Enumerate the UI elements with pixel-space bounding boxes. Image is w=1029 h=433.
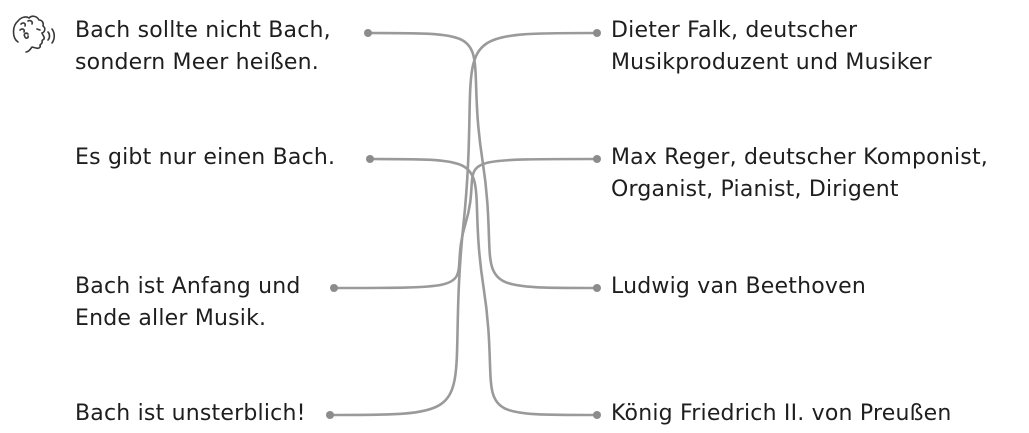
- quote-text-line: Bach ist unsterblich!: [75, 401, 306, 426]
- person-text-line: Ludwig van Beethoven: [611, 274, 866, 299]
- quote-item[interactable]: Bach ist Anfang und Ende aller Musik.: [75, 271, 395, 335]
- quote-item[interactable]: Bach sollte nicht Bach, sondern Meer hei…: [75, 15, 395, 79]
- person-text-line: Max Reger, deutscher Komponist,: [611, 145, 988, 170]
- person-anchor-dot[interactable]: [593, 284, 601, 292]
- connector-line: [368, 157, 599, 417]
- person-item[interactable]: Dieter Falk, deutscher Musikproduzent un…: [611, 15, 1026, 79]
- person-text-line: König Friedrich II. von Preußen: [611, 401, 952, 426]
- connector-line: [328, 31, 599, 417]
- person-item[interactable]: Ludwig van Beethoven: [611, 271, 1026, 303]
- speaking-head-icon[interactable]: [8, 12, 64, 56]
- quote-item[interactable]: Bach ist unsterblich!: [75, 398, 395, 430]
- connector-line: [366, 31, 599, 290]
- person-text-line: Musikproduzent und Musiker: [611, 50, 932, 75]
- quote-anchor-dot[interactable]: [364, 29, 372, 37]
- person-text-line: Organist, Pianist, Dirigent: [611, 177, 899, 202]
- quote-text-line: sondern Meer heißen.: [75, 50, 319, 75]
- quote-anchor-dot[interactable]: [330, 284, 338, 292]
- quote-anchor-dot[interactable]: [366, 155, 374, 163]
- person-item[interactable]: Max Reger, deutscher Komponist, Organist…: [611, 142, 1026, 206]
- person-item[interactable]: König Friedrich II. von Preußen: [611, 398, 1026, 430]
- connector-line: [332, 157, 599, 290]
- person-text-line: Dieter Falk, deutscher: [611, 18, 858, 43]
- quote-anchor-dot[interactable]: [326, 411, 334, 419]
- quote-text-line: Es gibt nur einen Bach.: [75, 145, 336, 170]
- person-anchor-dot[interactable]: [593, 411, 601, 419]
- quote-text-line: Bach ist Anfang und: [75, 274, 301, 299]
- quote-text-line: Bach sollte nicht Bach,: [75, 18, 331, 43]
- person-anchor-dot[interactable]: [593, 29, 601, 37]
- quote-text-line: Ende aller Musik.: [75, 306, 267, 331]
- person-anchor-dot[interactable]: [593, 155, 601, 163]
- quote-item[interactable]: Es gibt nur einen Bach.: [75, 142, 395, 174]
